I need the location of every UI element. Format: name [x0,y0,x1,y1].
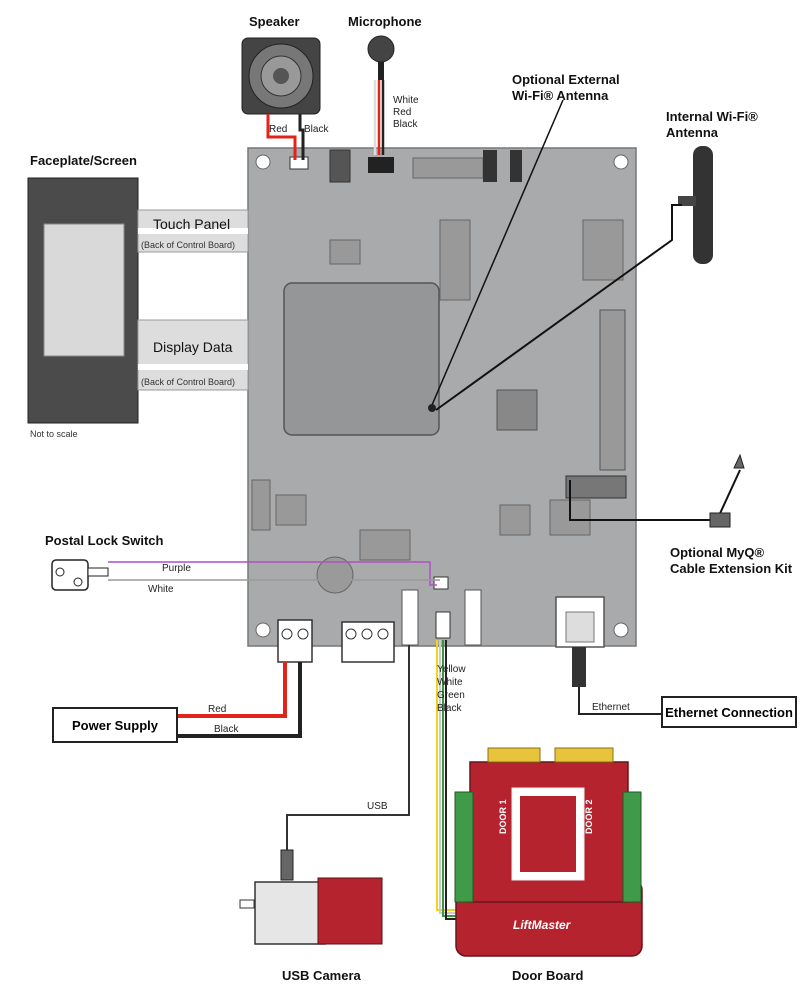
power-supply-box: Power Supply [52,707,178,743]
speaker-wire-red: Red [269,124,288,135]
power-wire-red: Red [208,704,227,715]
faceplate-label: Faceplate/Screen [30,153,137,168]
microphone-icon [367,35,395,80]
mic-wire-white: White [393,95,419,106]
postal-lock-label: Postal Lock Switch [45,533,164,548]
mic-wire-black: Black [393,119,418,130]
processor-module [283,282,440,436]
power-terminal [277,619,313,663]
postal-wire-white: White [148,584,174,595]
postal-lock-switch-icon [51,559,109,591]
db-wire-white: White [437,677,463,688]
ext-antenna-label-1: Optional External [512,72,620,87]
usb-camera-icon [239,877,383,945]
door2-label: DOOR 2 [584,799,594,834]
speaker-label: Speaker [249,14,300,29]
internal-antenna-icon [678,146,713,264]
display-data-label: Display Data [153,339,233,355]
door-board-label: Door Board [512,968,584,983]
db-wire-yellow: Yellow [437,664,466,675]
display-data-sub: (Back of Control Board) [141,377,236,387]
usb-camera-label: USB Camera [282,968,361,983]
microphone-label: Microphone [348,14,422,29]
speaker-wire-black: Black [304,124,329,135]
myq-label-2: Cable Extension Kit [670,561,793,576]
control-board [247,147,637,663]
faceplate-screen [27,177,139,424]
db-wire-black: Black [437,703,462,714]
int-antenna-label-1: Internal Wi-Fi® [666,109,758,124]
postal-wire-purple: Purple [162,563,191,574]
power-wire-black: Black [214,724,239,735]
touch-panel-sub: (Back of Control Board) [141,240,236,250]
touch-panel-label: Touch Panel [153,216,231,232]
db-wire-green: Green [437,690,465,701]
speaker-icon [241,37,321,115]
int-antenna-label-2: Antenna [666,125,718,140]
myq-label-1: Optional MyQ® [670,545,765,560]
not-to-scale-note: Not to scale [30,429,78,439]
usb-label: USB [367,801,388,812]
liftmaster-logo: LiftMaster [513,918,571,932]
mic-wire-red: Red [393,107,412,118]
ethernet-connection-box: Ethernet Connection [661,696,797,728]
door-board [454,747,643,957]
ext-antenna-label-2: Wi-Fi® Antenna [512,88,609,103]
ethernet-label: Ethernet [592,702,630,713]
door1-label: DOOR 1 [498,799,508,834]
